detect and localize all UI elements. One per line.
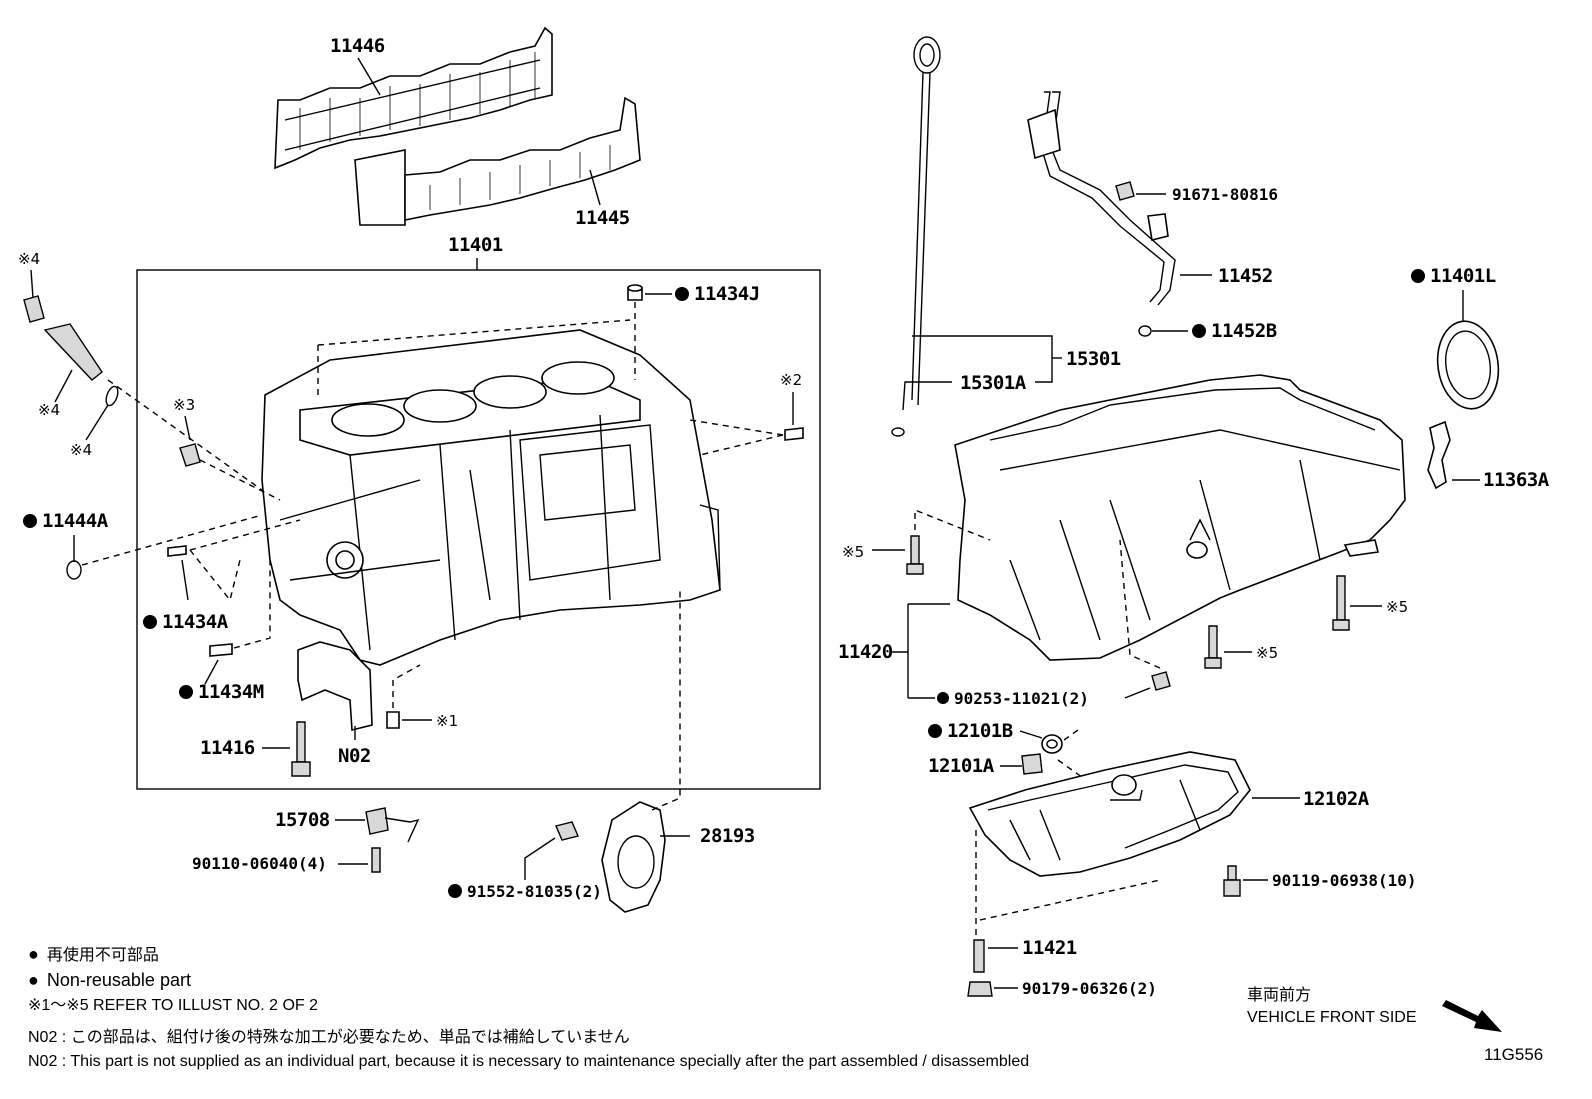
label-11420: 11420 bbox=[838, 641, 893, 663]
label-11452: 11452 bbox=[1218, 265, 1273, 287]
label-11434A: 11434A bbox=[162, 611, 229, 633]
n02-note-en: N02 : This part is not supplied as an in… bbox=[28, 1053, 1030, 1070]
ref-mark-4-mid: ※4 bbox=[38, 401, 60, 419]
ref-mark-5-right: ※5 bbox=[1386, 598, 1408, 616]
vehicle-front-en: VEHICLE FRONT SIDE bbox=[1247, 1009, 1417, 1026]
guide-tube-11452-drawing bbox=[1051, 91, 1176, 306]
legend-row-en: ● Non-reusable part bbox=[28, 968, 1268, 994]
label-15708: 15708 bbox=[275, 809, 330, 831]
legend-jp: 再使用不可部品 bbox=[46, 947, 159, 964]
label-90119-06938: 90119-06938(10) bbox=[1272, 871, 1417, 890]
label-12101A: 12101A bbox=[928, 755, 995, 777]
label-28193: 28193 bbox=[700, 825, 755, 847]
ref-mark-4-top: ※4 bbox=[18, 250, 40, 268]
non-reusable-icon bbox=[928, 724, 942, 738]
vehicle-front-arrow-icon bbox=[1442, 1000, 1502, 1032]
non-reusable-icon bbox=[937, 692, 949, 704]
non-reusable-icon bbox=[675, 287, 689, 301]
legend-row-jp: ● 再使用不可部品 bbox=[28, 942, 1268, 968]
non-reusable-bullet-icon: ● bbox=[28, 970, 39, 990]
ref-mark-4-bot: ※4 bbox=[70, 441, 92, 459]
label-15301A: 15301A bbox=[960, 372, 1027, 394]
ref-mark-3: ※3 bbox=[173, 396, 195, 414]
assembly-box-11401 bbox=[136, 269, 821, 790]
ref-mark-1: ※1 bbox=[436, 712, 458, 730]
gasket-11446-drawing bbox=[274, 26, 553, 170]
oil-pan-12102A-drawing bbox=[968, 751, 1251, 877]
label-11444A: 11444A bbox=[42, 510, 109, 532]
cylinder-block-drawing bbox=[261, 329, 721, 666]
ref-mark-2: ※2 bbox=[780, 371, 802, 389]
gasket-11445-drawing bbox=[354, 96, 641, 226]
label-11434J: 11434J bbox=[694, 283, 760, 305]
label-90110-06040: 90110-06040(4) bbox=[192, 854, 327, 873]
label-12102A: 12102A bbox=[1303, 788, 1370, 810]
label-12101B: 12101B bbox=[947, 720, 1013, 742]
label-11446: 11446 bbox=[330, 35, 385, 57]
label-11363A: 11363A bbox=[1483, 469, 1550, 491]
label-11452B: 11452B bbox=[1211, 320, 1277, 342]
ref-mark-5-left: ※5 bbox=[842, 543, 864, 561]
label-11421: 11421 bbox=[1022, 937, 1077, 959]
label-N02: N02 bbox=[338, 745, 371, 767]
bearing-cap-N02-drawing bbox=[297, 641, 373, 732]
vehicle-front-label: 車両前方 VEHICLE FRONT SIDE bbox=[1247, 985, 1417, 1029]
label-11434M: 11434M bbox=[198, 681, 264, 703]
label-91552-81035: 91552-81035(2) bbox=[467, 882, 602, 901]
label-11416: 11416 bbox=[200, 737, 255, 759]
label-90179-06326: 90179-06326(2) bbox=[1022, 979, 1157, 998]
non-reusable-bullet-icon: ● bbox=[28, 944, 39, 964]
non-reusable-icon bbox=[143, 615, 157, 629]
vehicle-front-jp: 車両前方 bbox=[1247, 987, 1312, 1004]
part-11363A-drawing bbox=[1427, 420, 1451, 490]
illustration-id: 11G556 bbox=[1484, 1045, 1544, 1064]
label-90253-11021: 90253-11021(2) bbox=[954, 689, 1089, 708]
non-reusable-icon bbox=[1411, 269, 1425, 283]
non-reusable-icon bbox=[23, 514, 37, 528]
label-11401: 11401 bbox=[448, 234, 503, 256]
n02-note-jp: N02 : この部品は、組付け後の特殊な加工が必要なため、単品では補給していませ… bbox=[28, 1029, 630, 1046]
label-91671-80816: 91671-80816 bbox=[1172, 185, 1278, 204]
legend-en: Non-reusable part bbox=[46, 970, 191, 990]
label-11445: 11445 bbox=[575, 207, 630, 229]
non-reusable-icon bbox=[1192, 324, 1206, 338]
non-reusable-icon bbox=[448, 884, 462, 898]
oil-pan-upper-11420-drawing bbox=[954, 374, 1406, 661]
dipstick-15301-drawing bbox=[913, 36, 941, 74]
refer-note: ※1～※5 REFER TO ILLUST NO. 2 OF 2 bbox=[28, 997, 319, 1014]
label-11401L: 11401L bbox=[1430, 265, 1496, 287]
plate-28193-drawing bbox=[601, 801, 666, 913]
legend-notes: ● 再使用不可部品 ● Non-reusable part ※1～※5 REFER … bbox=[28, 942, 1268, 1074]
ref-mark-5-mid: ※5 bbox=[1256, 644, 1278, 662]
label-15301: 15301 bbox=[1066, 348, 1121, 370]
non-reusable-icon bbox=[179, 685, 193, 699]
